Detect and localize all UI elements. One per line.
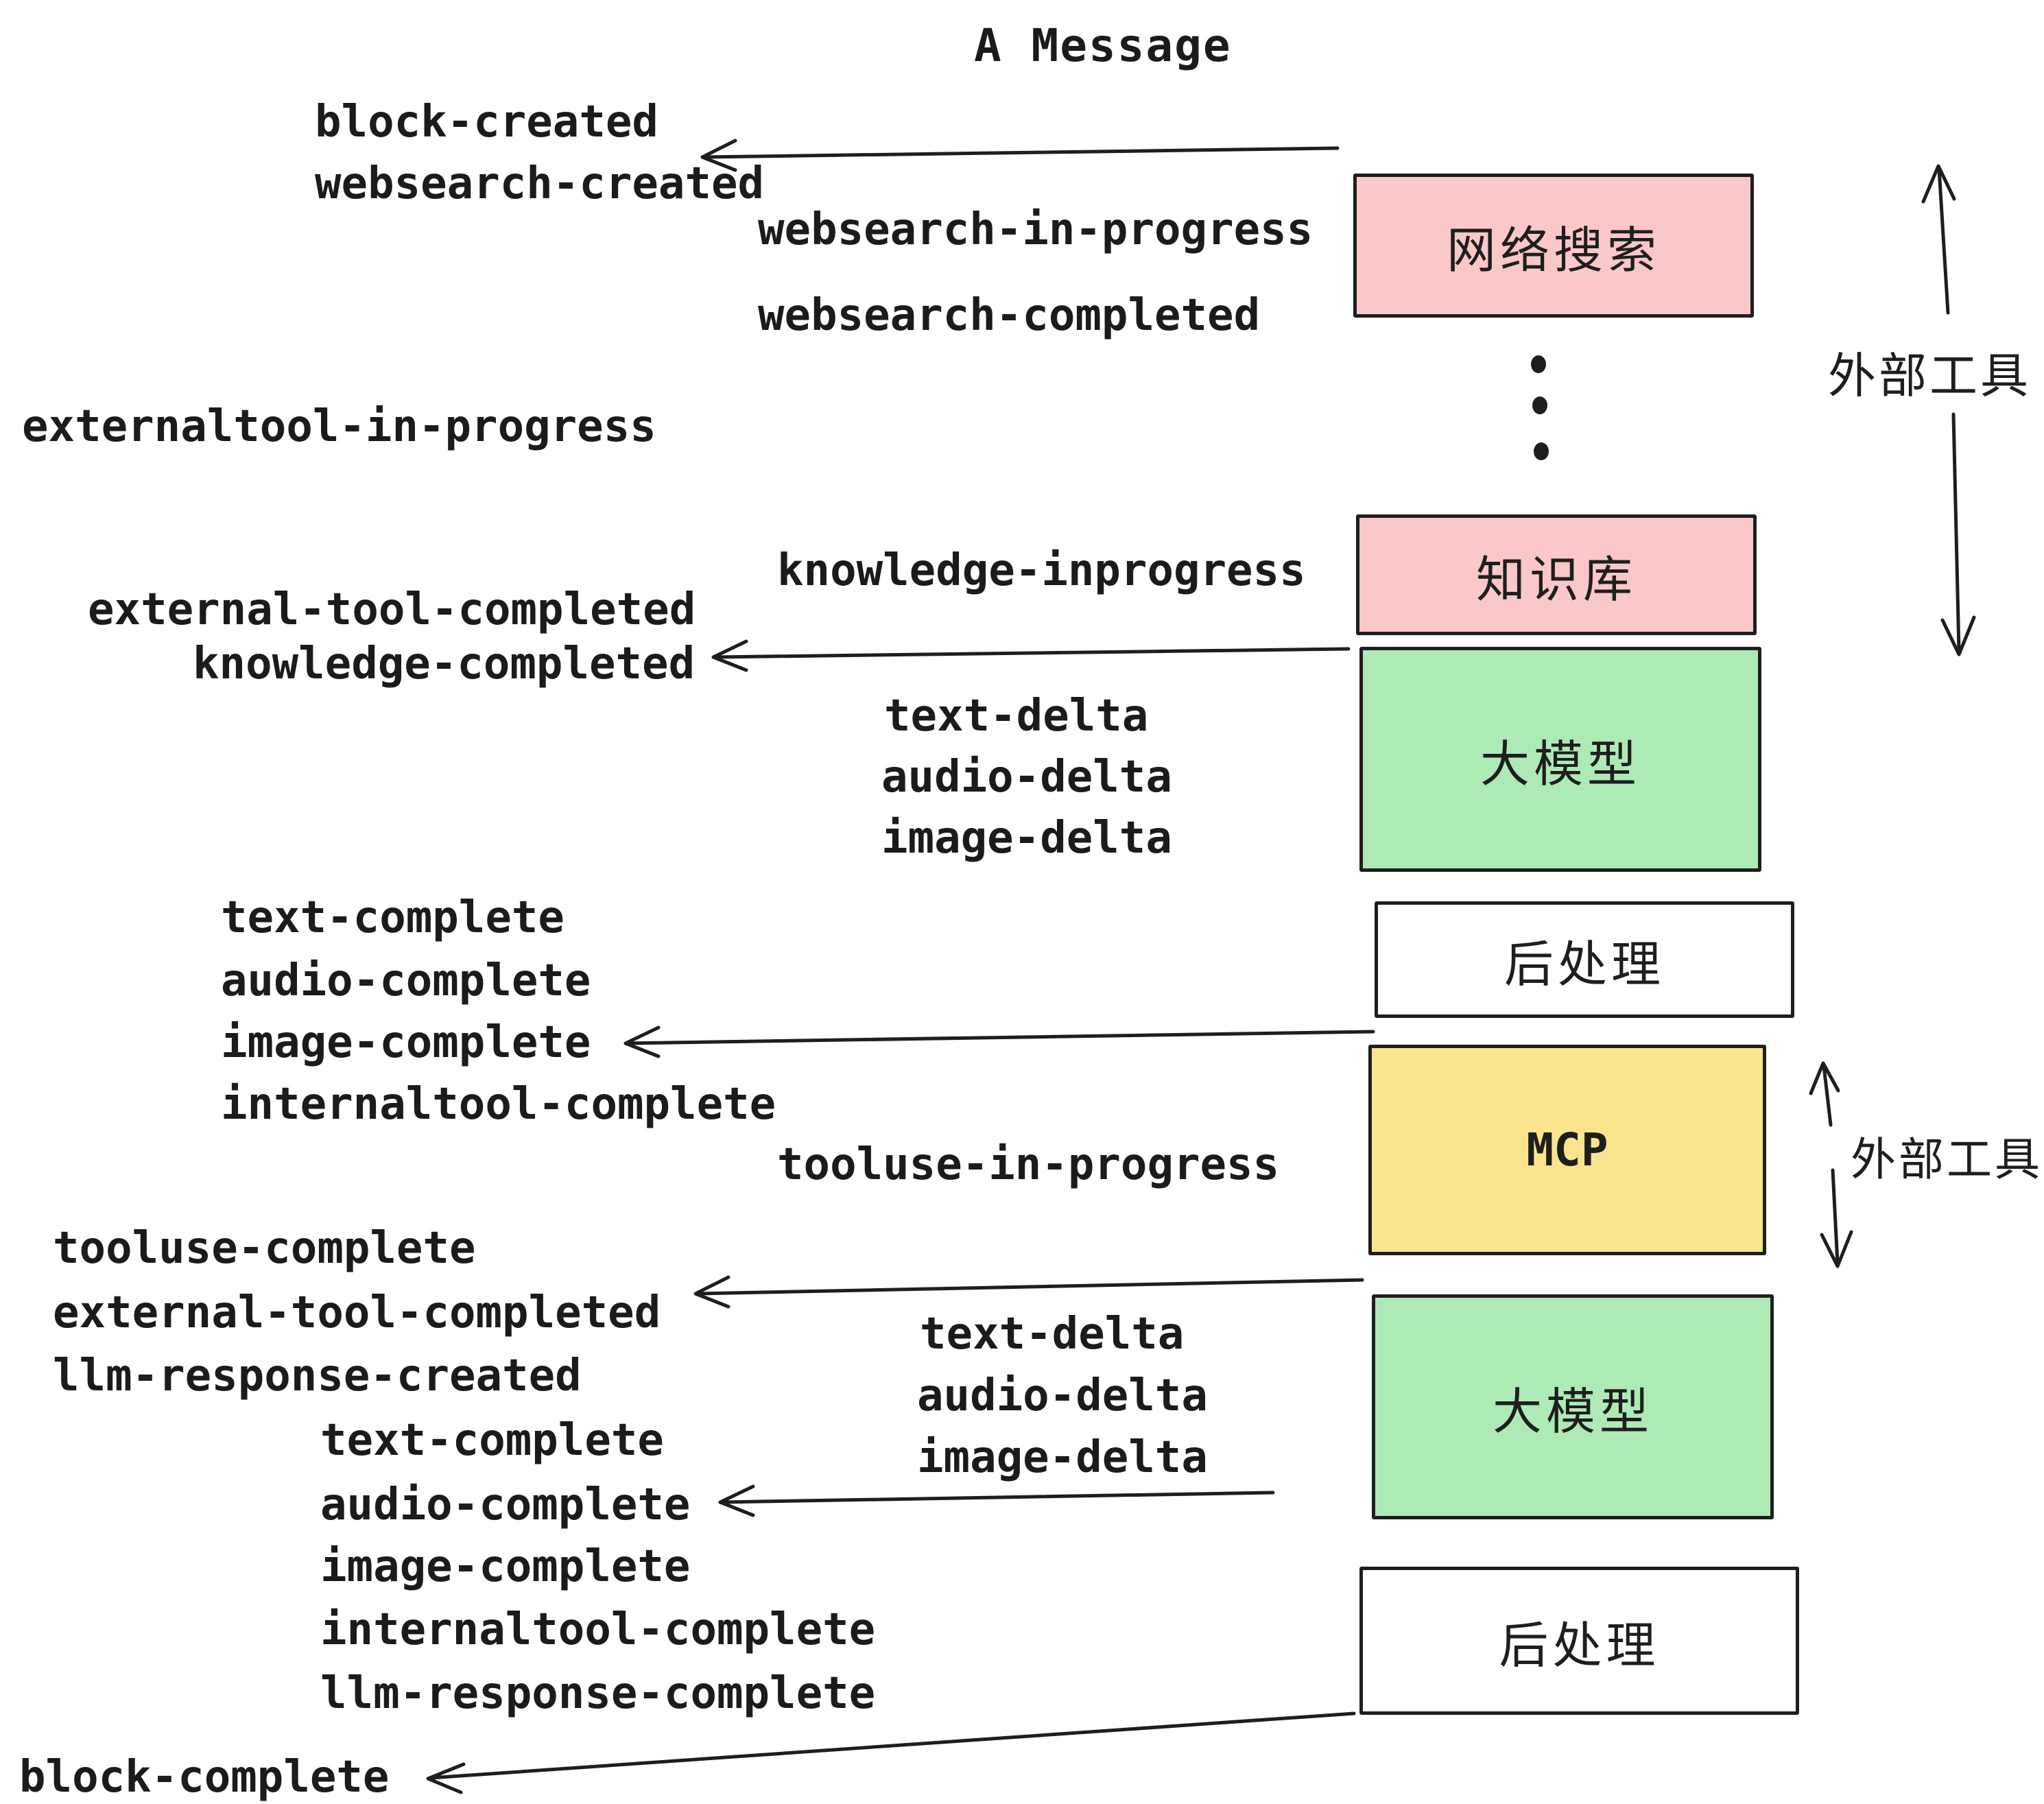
event-audio-complete: audio-complete (221, 956, 591, 1006)
arrow-to-websearch-created (700, 139, 1340, 172)
diagram-title: A Message (974, 19, 1232, 72)
external-tools-top-down-arrow (1940, 412, 1976, 656)
event-llm-response-created: llm-response-created (53, 1351, 582, 1401)
event-audio-delta-2: audio-delta (917, 1370, 1208, 1421)
event-image-complete-2: image-complete (320, 1541, 691, 1592)
event-text-delta-2: text-delta (920, 1309, 1185, 1360)
event-internaltool-complete-2: internaltool-complete (320, 1604, 876, 1655)
annotation-external-tools-mcp: 外部工具 (1851, 1133, 2043, 1186)
box-mcp: MCP (1368, 1045, 1766, 1255)
event-external-tool-completed: external-tool-completed (88, 584, 696, 635)
event-image-delta: image-delta (881, 813, 1172, 864)
event-llm-response-complete: llm-response-complete (320, 1668, 876, 1719)
box-llm-2-label: 大模型 (1492, 1382, 1653, 1440)
event-audio-delta: audio-delta (881, 752, 1172, 803)
box-llm-1: 大模型 (1359, 647, 1761, 872)
box-knowledge: 知识库 (1356, 514, 1757, 635)
event-text-complete-2: text-complete (320, 1415, 664, 1466)
box-post-2: 后处理 (1359, 1567, 1799, 1715)
external-tools-mcp-up-arrow (1809, 1061, 1840, 1127)
external-tools-top-up-arrow (1921, 164, 1956, 315)
arrow-to-audio-complete (718, 1484, 1275, 1517)
event-websearch-completed: websearch-completed (758, 290, 1261, 341)
box-post-2-label: 后处理 (1499, 1616, 1660, 1674)
event-text-delta: text-delta (884, 691, 1149, 741)
arrow-to-knowledge-completed (711, 639, 1351, 672)
event-websearch-created: websearch-created (315, 158, 765, 209)
event-block-created: block-created (315, 97, 658, 147)
event-knowledge-completed: knowledge-completed (193, 639, 696, 689)
box-websearch: 网络搜索 (1353, 174, 1754, 318)
event-text-complete: text-complete (221, 892, 565, 943)
box-post-1-label: 后处理 (1504, 935, 1665, 993)
event-audio-complete-2: audio-complete (320, 1480, 691, 1530)
box-post-1: 后处理 (1375, 901, 1794, 1018)
arrow-to-image-complete (623, 1025, 1375, 1058)
event-block-complete: block-complete (19, 1752, 390, 1803)
event-externaltool-in-progress: externaltool-in-progress (22, 401, 656, 452)
annotation-external-tools-top: 外部工具 (1828, 348, 2031, 404)
box-websearch-label: 网络搜索 (1446, 221, 1661, 279)
event-image-delta-2: image-delta (917, 1432, 1208, 1483)
event-tooluse-complete: tooluse-complete (53, 1223, 476, 1274)
arrow-to-tooluse-complete (693, 1275, 1364, 1309)
box-llm-2: 大模型 (1372, 1294, 1774, 1519)
event-image-complete: image-complete (221, 1017, 591, 1068)
event-external-tool-completed-2: external-tool-completed (53, 1287, 661, 1338)
box-llm-1-label: 大模型 (1479, 735, 1641, 793)
box-mcp-label: MCP (1526, 1124, 1608, 1176)
external-tools-mcp-down-arrow (1820, 1168, 1853, 1268)
event-internaltool-complete: internaltool-complete (221, 1079, 776, 1130)
ellipsis-dots (1531, 355, 1549, 460)
event-websearch-in-progress: websearch-in-progress (758, 204, 1314, 255)
arrow-to-block-complete (426, 1711, 1356, 1794)
box-knowledge-label: 知识库 (1475, 550, 1637, 608)
event-knowledge-inprogress: knowledge-inprogress (777, 545, 1306, 596)
event-tooluse-in-progress: tooluse-in-progress (777, 1139, 1280, 1190)
